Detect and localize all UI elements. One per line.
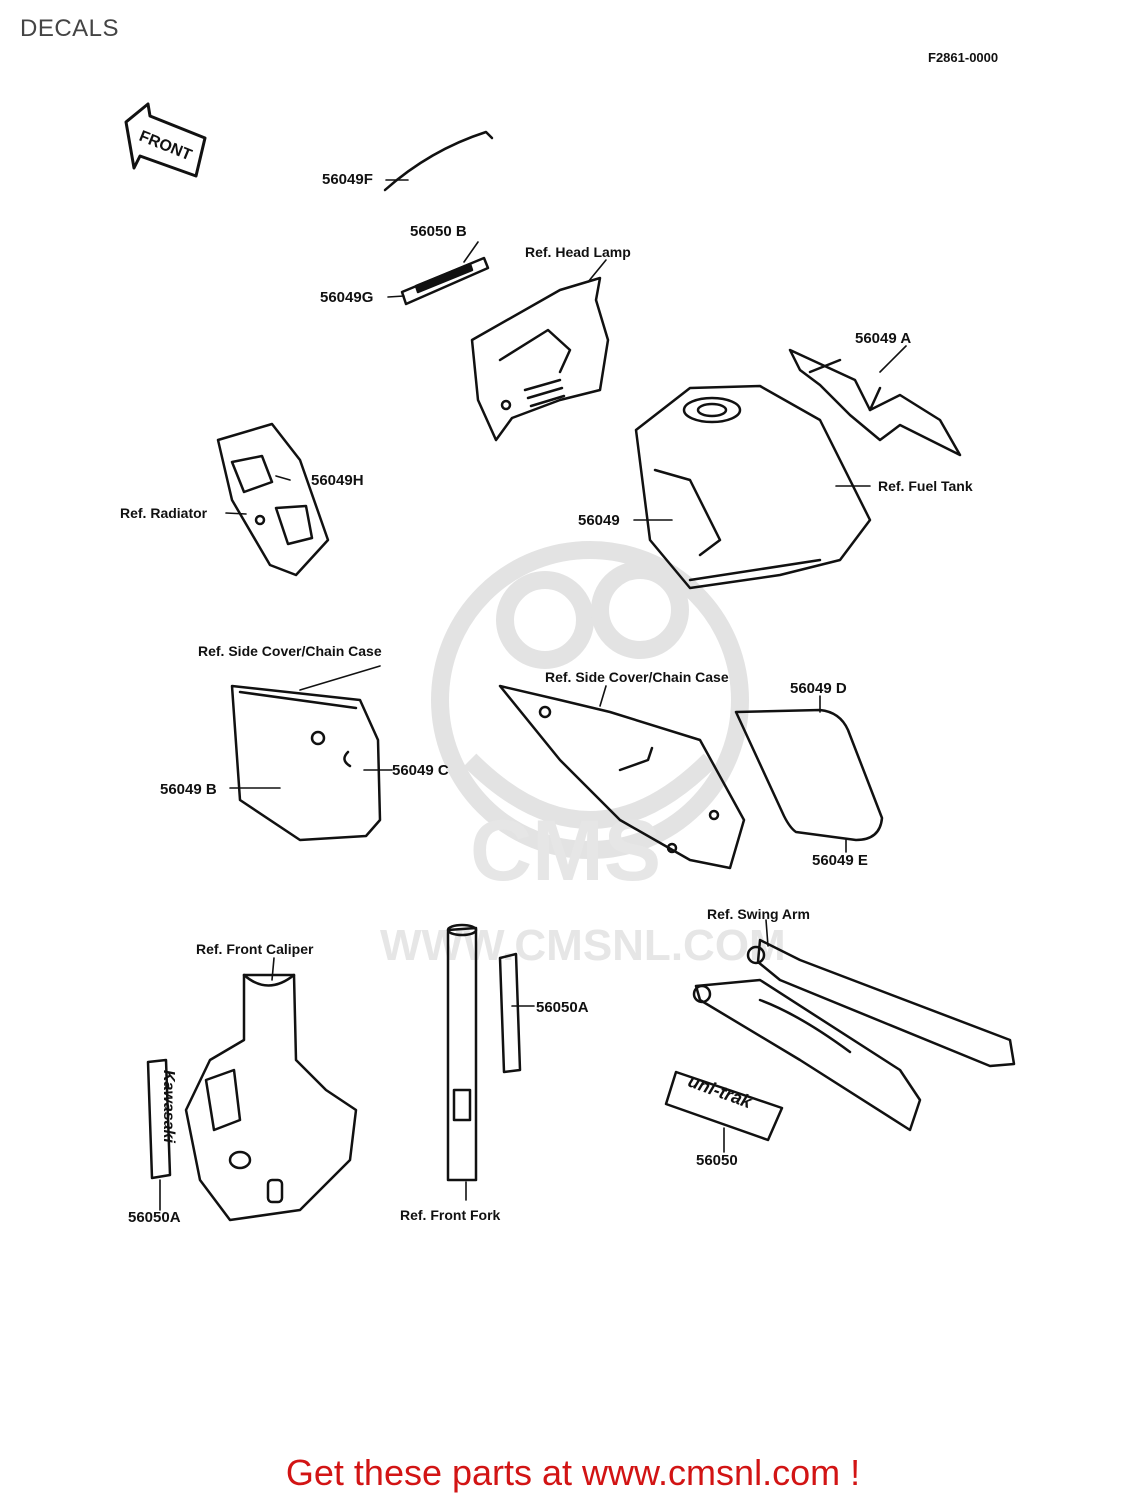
head-lamp-cover: [470, 276, 610, 442]
decal-56050A-fork: [498, 952, 522, 1074]
footer-link-text[interactable]: Get these parts at www.cmsnl.com !: [285, 1452, 861, 1493]
cms-watermark: [431, 541, 749, 859]
label-56049G: 56049G: [320, 289, 374, 306]
footer-link[interactable]: Get these parts at www.cmsnl.com !: [0, 1452, 1146, 1494]
svg-text:uni-trak: uni-trak: [685, 1071, 755, 1113]
watermark-url: WWW.CMSNL.COM: [380, 921, 786, 970]
label-56050B: 56050 B: [410, 223, 467, 240]
decal-56050B: [400, 256, 490, 306]
swing-arm: [692, 938, 1016, 1132]
decal-56049D: [734, 708, 884, 842]
front-fork: [446, 923, 478, 1182]
chain-case: [498, 684, 746, 870]
fuel-tank: [634, 384, 872, 590]
ref-fuel-tank: Ref. Fuel Tank: [878, 478, 973, 494]
ref-side-cover-left: Ref. Side Cover/Chain Case: [198, 643, 382, 659]
label-56050: 56050: [696, 1152, 738, 1169]
label-56049F: 56049F: [322, 171, 373, 188]
label-56049E: 56049 E: [812, 852, 868, 869]
front-caliper-cover: [184, 973, 358, 1222]
ref-front-caliper: Ref. Front Caliper: [196, 941, 314, 957]
svg-text:Kawasaki: Kawasaki: [160, 1070, 177, 1143]
watermark-brand: CMS: [470, 803, 661, 899]
front-arrow-icon: FRONT: [124, 102, 207, 178]
label-56049D: 56049 D: [790, 680, 847, 697]
ref-side-cover-right: Ref. Side Cover/Chain Case: [545, 669, 729, 685]
label-56049: 56049: [578, 512, 620, 529]
ref-head-lamp: Ref. Head Lamp: [525, 244, 631, 260]
figure-code: F2861-0000: [928, 50, 999, 65]
decal-56049F: [383, 130, 494, 192]
page-title: DECALS: [20, 15, 120, 42]
side-cover-left: [230, 684, 382, 842]
decal-56049A-kx: [788, 348, 962, 457]
label-56050A-fork: 56050A: [536, 999, 589, 1016]
label-56049C: 56049 C: [392, 762, 449, 779]
ref-swing-arm: Ref. Swing Arm: [707, 906, 810, 922]
ref-front-fork: Ref. Front Fork: [400, 1207, 501, 1223]
ref-radiator: Ref. Radiator: [120, 505, 208, 521]
radiator-shroud: [216, 422, 330, 577]
decal-56050A-kawasaki: Kawasaki: [146, 1058, 177, 1180]
label-56049A: 56049 A: [855, 330, 912, 347]
label-56049H: 56049H: [311, 472, 364, 489]
leader-lines: [159, 179, 907, 1211]
label-56049B: 56049 B: [160, 781, 217, 798]
label-56050A-caliper: 56050A: [128, 1209, 181, 1226]
